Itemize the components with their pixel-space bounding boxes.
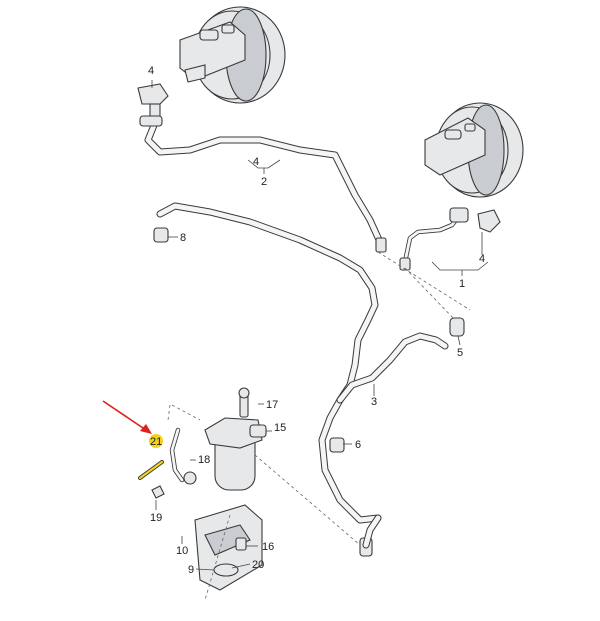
callout-10: 10 bbox=[176, 545, 188, 557]
callout-4-mid: 4 bbox=[253, 156, 259, 168]
pointer-arrow bbox=[102, 400, 152, 434]
vacuum-line-right bbox=[399, 207, 501, 271]
vacuum-pump-assembly bbox=[169, 387, 267, 591]
highlight-marker bbox=[149, 434, 163, 448]
callout-6: 6 bbox=[355, 439, 361, 451]
callout-19: 19 bbox=[150, 512, 162, 524]
callout-20: 20 bbox=[252, 559, 264, 571]
callout-5: 5 bbox=[457, 347, 463, 359]
callout-15: 15 bbox=[274, 422, 286, 434]
callout-21: 21 bbox=[150, 436, 162, 448]
callout-17: 17 bbox=[266, 399, 278, 411]
callout-16: 16 bbox=[262, 541, 274, 553]
check-valve-upper bbox=[137, 83, 169, 127]
callout-3: 3 bbox=[371, 396, 377, 408]
brake-booster-lower bbox=[424, 102, 524, 198]
callout-9: 9 bbox=[188, 564, 194, 576]
callout-1: 1 bbox=[459, 278, 465, 290]
callout-8: 8 bbox=[180, 232, 186, 244]
vacuum-hose-main bbox=[153, 202, 465, 557]
callout-4-right: 4 bbox=[479, 253, 485, 265]
callout-4-top: 4 bbox=[148, 65, 154, 77]
callout-18: 18 bbox=[198, 454, 210, 466]
brake-booster-upper bbox=[179, 6, 286, 104]
vacuum-line-upper bbox=[144, 114, 387, 253]
callout-2: 2 bbox=[261, 176, 267, 188]
part-21-clamp bbox=[138, 460, 165, 499]
